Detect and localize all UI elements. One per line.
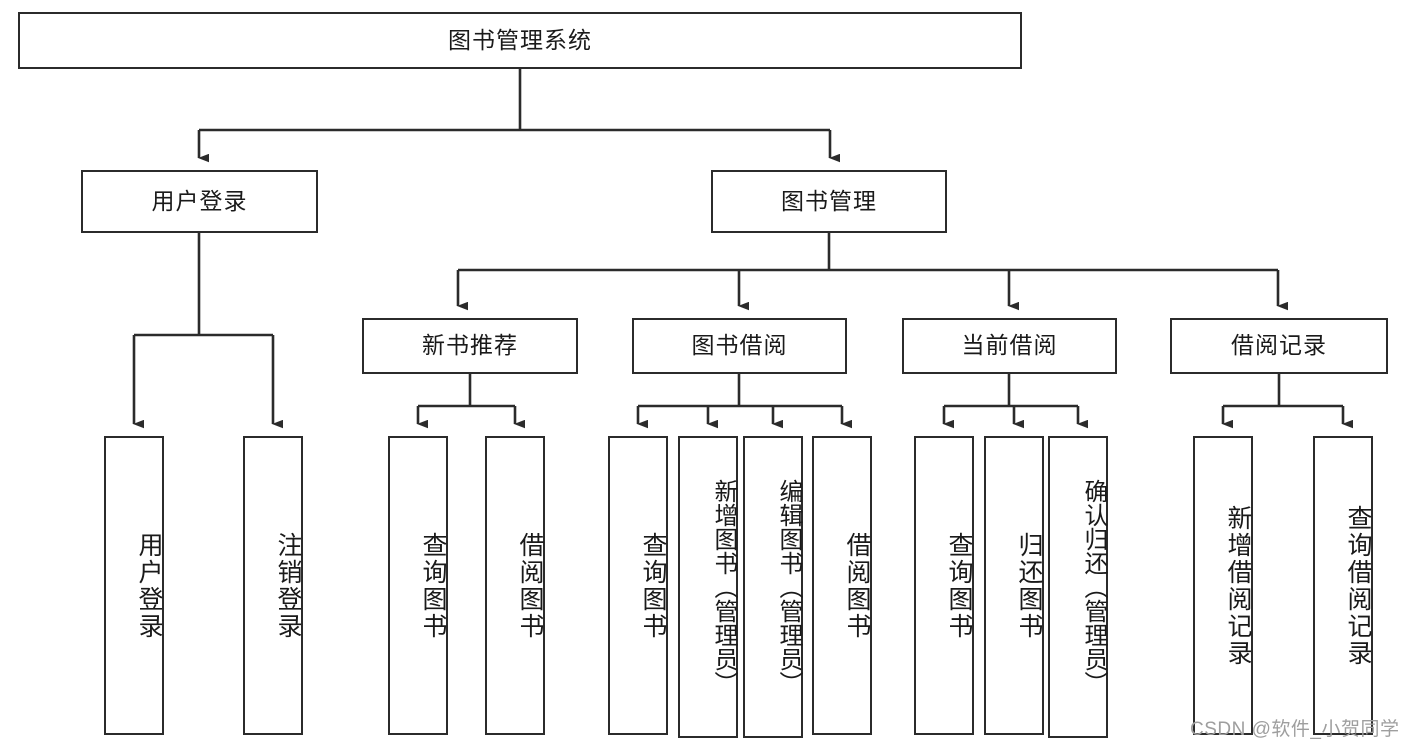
node-user-login[interactable]: 用户登录 <box>81 170 318 233</box>
node-leaf-borrow-book[interactable]: 借阅图书 <box>812 436 872 735</box>
node-root-label: 图书管理系统 <box>448 26 592 53</box>
node-book-borrow[interactable]: 图书借阅 <box>632 318 847 374</box>
node-current-borrow-label: 当前借阅 <box>961 332 1058 359</box>
node-leaf-query-book-rec[interactable]: 查询图书 <box>388 436 448 735</box>
node-leaf-add-book-label: 新增图书（管理员） <box>710 479 737 695</box>
node-leaf-borrow-book-label: 借阅图书 <box>843 531 871 640</box>
node-leaf-return-book[interactable]: 归还图书 <box>984 436 1044 735</box>
node-borrow-record[interactable]: 借阅记录 <box>1170 318 1388 374</box>
node-root[interactable]: 图书管理系统 <box>18 12 1022 69</box>
node-leaf-query-book-rec-label: 查询图书 <box>419 531 447 640</box>
node-leaf-edit-book-label: 编辑图书（管理员） <box>775 479 802 695</box>
node-leaf-add-record[interactable]: 新增借阅记录 <box>1193 436 1253 735</box>
node-leaf-edit-book[interactable]: 编辑图书（管理员） <box>743 436 803 738</box>
node-leaf-user-logout-label: 注销登录 <box>274 531 302 640</box>
node-book-manage-label: 图书管理 <box>781 187 877 214</box>
node-leaf-user-login-label: 用户登录 <box>135 531 163 640</box>
node-new-book-recommend[interactable]: 新书推荐 <box>362 318 578 374</box>
csdn-watermark: CSDN @软件_小贺同学 <box>1190 719 1400 740</box>
node-leaf-query-book-cur[interactable]: 查询图书 <box>914 436 974 735</box>
node-leaf-query-book[interactable]: 查询图书 <box>608 436 668 735</box>
node-book-manage[interactable]: 图书管理 <box>711 170 947 233</box>
node-borrow-record-label: 借阅记录 <box>1231 332 1327 359</box>
node-leaf-query-record-label: 查询借阅记录 <box>1344 504 1372 667</box>
node-leaf-user-login[interactable]: 用户登录 <box>104 436 164 735</box>
node-leaf-borrow-book-rec-label: 借阅图书 <box>516 531 544 640</box>
node-leaf-confirm-return-label: 确认归还（管理员） <box>1080 479 1107 695</box>
node-book-borrow-label: 图书借阅 <box>691 332 788 359</box>
node-leaf-user-logout[interactable]: 注销登录 <box>243 436 303 735</box>
node-leaf-query-record[interactable]: 查询借阅记录 <box>1313 436 1373 735</box>
node-leaf-borrow-book-rec[interactable]: 借阅图书 <box>485 436 545 735</box>
node-new-book-recommend-label: 新书推荐 <box>422 332 518 359</box>
node-leaf-return-book-label: 归还图书 <box>1015 531 1043 640</box>
node-leaf-query-book-label: 查询图书 <box>639 531 667 640</box>
node-leaf-add-record-label: 新增借阅记录 <box>1224 504 1252 667</box>
node-current-borrow[interactable]: 当前借阅 <box>902 318 1117 374</box>
node-leaf-confirm-return[interactable]: 确认归还（管理员） <box>1048 436 1108 738</box>
node-leaf-add-book[interactable]: 新增图书（管理员） <box>678 436 738 738</box>
node-leaf-query-book-cur-label: 查询图书 <box>945 531 973 640</box>
node-user-login-label: 用户登录 <box>151 187 248 214</box>
